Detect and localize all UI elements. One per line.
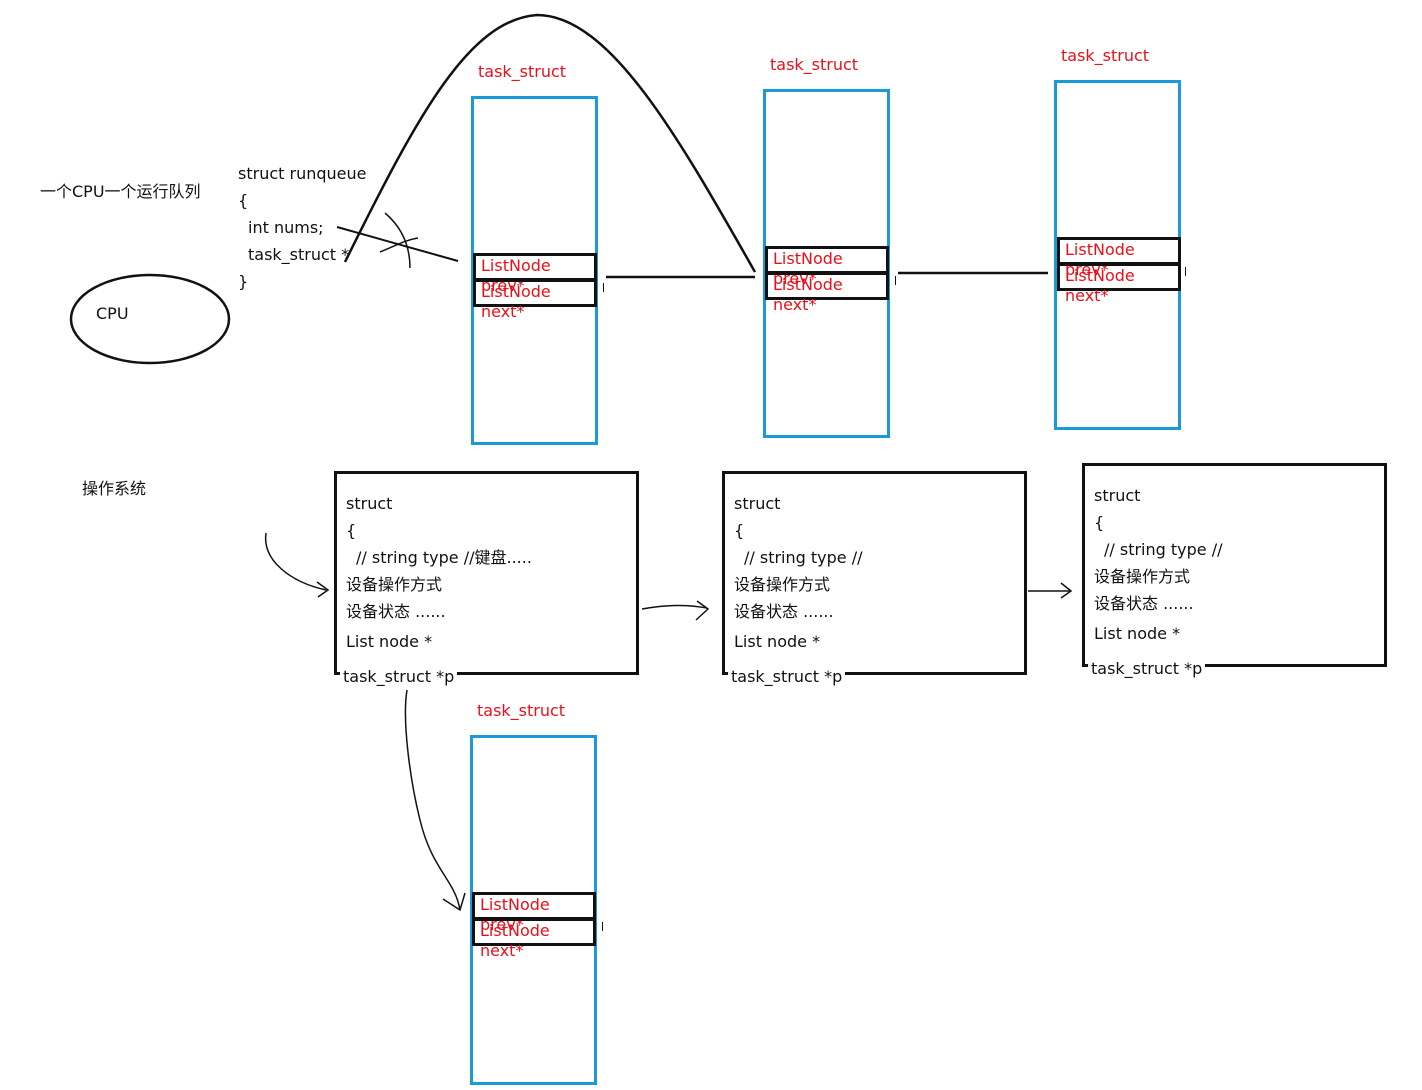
device-line-5: 设备状态 ...... — [346, 602, 446, 621]
listnode-next-field: ListNode next* — [1057, 263, 1181, 305]
device-line-3: // string type // — [1104, 540, 1223, 559]
device-line-3: // string type //键盘..... — [356, 548, 532, 567]
device-line-2: { — [1094, 513, 1105, 532]
runqueue-line-1: struct runqueue — [238, 164, 367, 183]
listnode-prev-field: ListNode prev* — [765, 246, 889, 288]
device-line-7: task_struct *p — [728, 667, 846, 687]
device-line-7: task_struct *p — [340, 667, 458, 687]
device-line-1: struct — [346, 494, 393, 513]
arrow-into-device-1 — [264, 532, 327, 591]
runqueue-line-5: } — [238, 272, 249, 291]
task-struct-title: task_struct — [1061, 46, 1150, 65]
task-struct-title: task_struct — [477, 701, 566, 720]
device-line-4: 设备操作方式 — [1094, 567, 1191, 586]
arrow-head-4 — [442, 892, 466, 912]
arrow-device-1-2 — [641, 604, 708, 610]
listnode-next-field: ListNode next* — [472, 918, 596, 960]
runqueue-line-3: int nums; — [248, 218, 324, 237]
arrow-head-3 — [1060, 582, 1073, 599]
tick-mark — [602, 922, 603, 931]
os-label: 操作系统 — [82, 479, 147, 498]
arrow-head-2 — [695, 600, 710, 621]
device-line-5: 设备状态 ...... — [1094, 594, 1194, 613]
arrow-to-task-struct-4 — [404, 689, 461, 911]
cpu-label: CPU — [96, 304, 129, 323]
listnode-prev-field: ListNode prev* — [473, 253, 597, 295]
device-line-4: 设备操作方式 — [346, 575, 443, 594]
device-struct-box — [722, 471, 1027, 675]
task-struct-title: task_struct — [478, 62, 567, 81]
cpu-queue-note: 一个CPU一个运行队列 — [40, 182, 201, 201]
device-line-1: struct — [1094, 486, 1141, 505]
listnode-next-field: ListNode next* — [473, 279, 597, 321]
device-line-1: struct — [734, 494, 781, 513]
device-line-6: List node * — [1094, 624, 1181, 643]
tick-mark — [895, 276, 896, 285]
device-line-4: 设备操作方式 — [734, 575, 831, 594]
listnode-next-field: ListNode next* — [765, 272, 889, 314]
device-struct-box — [334, 471, 639, 675]
cpu-ellipse — [69, 273, 231, 365]
arrow-head-1 — [316, 581, 330, 598]
device-line-3: // string type // — [744, 548, 863, 567]
runqueue-line-4: task_struct * — [248, 245, 350, 264]
listnode-prev-field: ListNode prev* — [1057, 237, 1181, 279]
cross-out-mark — [379, 212, 419, 269]
listnode-prev-field: ListNode prev* — [472, 892, 596, 934]
tick-mark — [1185, 267, 1186, 276]
device-line-7: task_struct *p — [1088, 659, 1206, 679]
arc-arrow — [343, 13, 757, 273]
device-line-6: List node * — [346, 632, 433, 651]
device-line-5: 设备状态 ...... — [734, 602, 834, 621]
runqueue-line-2: { — [238, 191, 249, 210]
device-struct-box — [1082, 463, 1387, 667]
device-line-2: { — [734, 521, 745, 540]
device-line-2: { — [346, 521, 357, 540]
device-line-6: List node * — [734, 632, 821, 651]
task-struct-title: task_struct — [770, 55, 859, 74]
tick-mark — [603, 283, 604, 292]
